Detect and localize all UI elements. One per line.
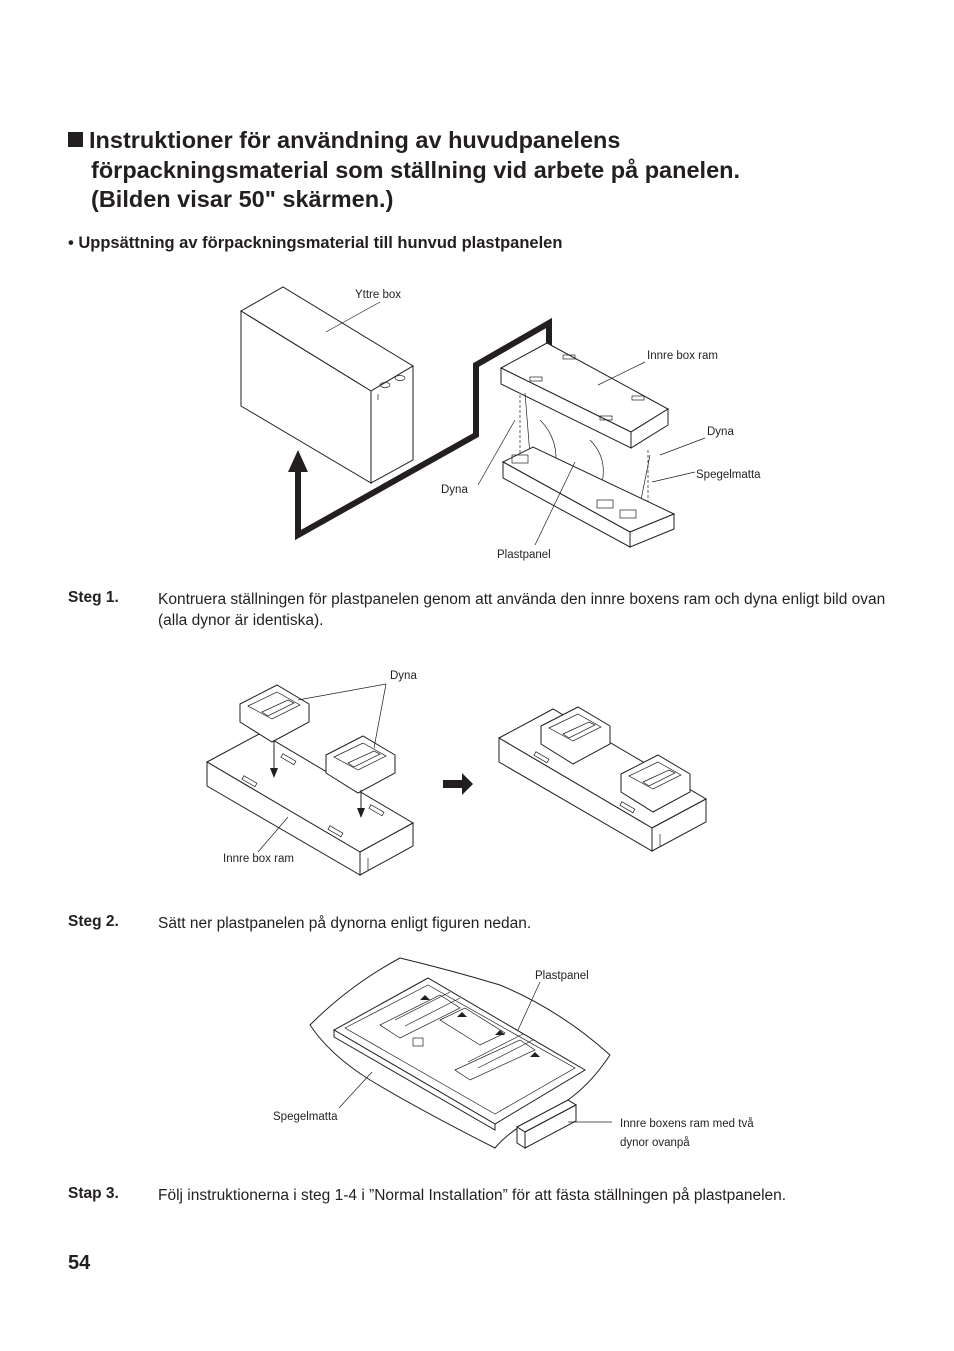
step-1-text: Kontruera ställningen för plastpanelen g… <box>158 591 886 629</box>
transfer-arrow <box>288 317 552 541</box>
heading-line-2: förpackningsmaterial som ställning vid a… <box>91 156 741 183</box>
label-spegelmatta: Spegelmatta <box>696 469 761 481</box>
heading-line-3: (Bilden visar 50" skärmen.) <box>91 186 394 212</box>
subheading: • Uppsättning av förpackningsmaterial ti… <box>68 234 563 252</box>
step-2-label: Steg 2. <box>68 913 119 930</box>
square-bullet-icon <box>68 132 83 147</box>
step-3-text: Följ instruktionerna i steg 1-4 i ”Norma… <box>158 1187 787 1204</box>
page-number: 54 <box>68 1252 91 1274</box>
right-arrow-icon <box>443 773 473 795</box>
label-plastpanel: Plastpanel <box>497 549 551 561</box>
figure-3-panel-placement: Plastpanel Spegelmatta Innre boxens ram … <box>273 957 754 1149</box>
figure-2-cushion-diagram: Dyna Innre box ram <box>205 670 708 876</box>
inner-frame-right-assembled <box>497 706 708 852</box>
inner-frame-assembly <box>477 342 706 548</box>
figure-1-packaging-diagram: Yttre box Innre box ram Dyna Spegelmatta… <box>240 286 761 561</box>
cushion-right-top <box>325 735 396 794</box>
inner-frame-under-panel <box>515 1099 578 1149</box>
plastic-panel <box>332 977 586 1131</box>
outer-box-illustration <box>240 286 414 484</box>
page-heading: Instruktioner för användning av huvudpan… <box>68 126 908 215</box>
label-dyna: Dyna <box>390 670 417 682</box>
label-spegelmatta-3: Spegelmatta <box>273 1111 338 1123</box>
mirror-mat <box>309 957 611 1149</box>
label-innre-boxens-line-2: dynor ovanpå <box>620 1137 690 1149</box>
step-1-label: Steg 1. <box>68 589 119 606</box>
heading-line-1: Instruktioner för användning av huvudpan… <box>89 127 621 153</box>
cushion-left-top <box>239 684 310 743</box>
label-innre-boxens-line-1: Innre boxens ram med två <box>620 1118 754 1130</box>
label-plastpanel-3: Plastpanel <box>535 970 589 982</box>
label-innre-box-ram-2: Innre box ram <box>223 853 294 865</box>
label-innre-box-ram: Innre box ram <box>647 350 718 362</box>
label-dyna-right: Dyna <box>707 426 734 438</box>
inner-frame-left <box>205 732 415 876</box>
label-yttre-box: Yttre box <box>355 289 401 301</box>
step-3-label: Stap 3. <box>68 1185 119 1202</box>
step-2-text: Sätt ner plastpanelen på dynorna enligt … <box>158 915 532 932</box>
label-dyna-left: Dyna <box>441 484 468 496</box>
